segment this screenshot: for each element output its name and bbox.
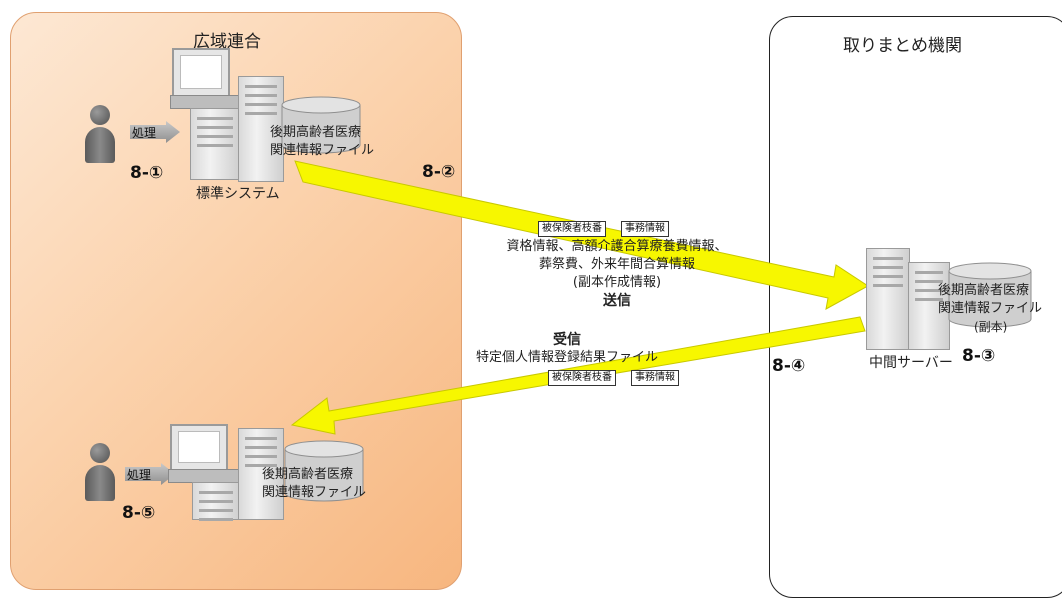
operator-person-icon-bottom	[85, 443, 115, 501]
operator-person-icon	[85, 105, 115, 163]
computer-base-icon	[190, 108, 240, 180]
database-cylinder-icon-bottom	[284, 440, 364, 502]
computer-base-icon-bottom	[192, 482, 240, 520]
send-flow-description: 資格情報、高額介護合算療養費情報、 葬祭費、外来年間合算情報 (副本作成情報) …	[506, 239, 728, 309]
step-8-4-label: 8-④	[772, 356, 806, 376]
process-label-bottom: 処理	[127, 468, 152, 482]
receive-tag-insured-branch-number: 被保険者枝番	[548, 370, 616, 386]
server-tower-icon-bottom	[238, 428, 284, 520]
computer-monitor-icon	[172, 48, 230, 98]
db-label-intermediate: 後期高齢者医療 関連情報ファイル (副本)	[938, 283, 1043, 334]
intermediate-server-tower-icon	[866, 248, 910, 350]
step-8-1-label: 8-①	[130, 163, 164, 183]
intermediate-server-second-icon	[908, 262, 950, 350]
intermediate-database-cylinder-icon	[948, 262, 1032, 328]
intermediate-server-label: 中間サーバー	[869, 355, 953, 371]
computer-keyboard-icon	[170, 95, 242, 109]
aggregation-organization-title: 取りまとめ機関	[843, 36, 962, 56]
step-8-2-label: 8-②	[422, 162, 456, 182]
step-8-3-label: 8-③	[962, 346, 996, 366]
wide-area-union-title: 広域連合	[193, 32, 261, 52]
process-label-top: 処理	[132, 126, 157, 140]
send-tag-insured-branch-number: 被保険者枝番	[538, 221, 606, 237]
db-label-top-left: 後期高齢者医療 関連情報ファイル	[270, 125, 375, 158]
server-tower-icon	[238, 76, 284, 182]
standard-system-label: 標準システム	[196, 186, 280, 202]
computer-monitor-icon-bottom	[170, 424, 228, 472]
send-tag-office-info: 事務情報	[621, 221, 669, 237]
receive-flow-description: 受信 特定個人情報登録結果ファイル	[475, 332, 658, 365]
receive-tag-office-info: 事務情報	[631, 370, 679, 386]
computer-keyboard-icon-bottom	[168, 469, 240, 483]
database-cylinder-icon	[281, 96, 361, 154]
process-arrow-top: 処理	[130, 121, 180, 143]
process-arrow-bottom: 処理	[125, 463, 175, 485]
db-label-bottom-left: 後期高齢者医療 関連情報ファイル	[262, 467, 367, 500]
step-8-5-label: 8-⑤	[122, 503, 156, 523]
